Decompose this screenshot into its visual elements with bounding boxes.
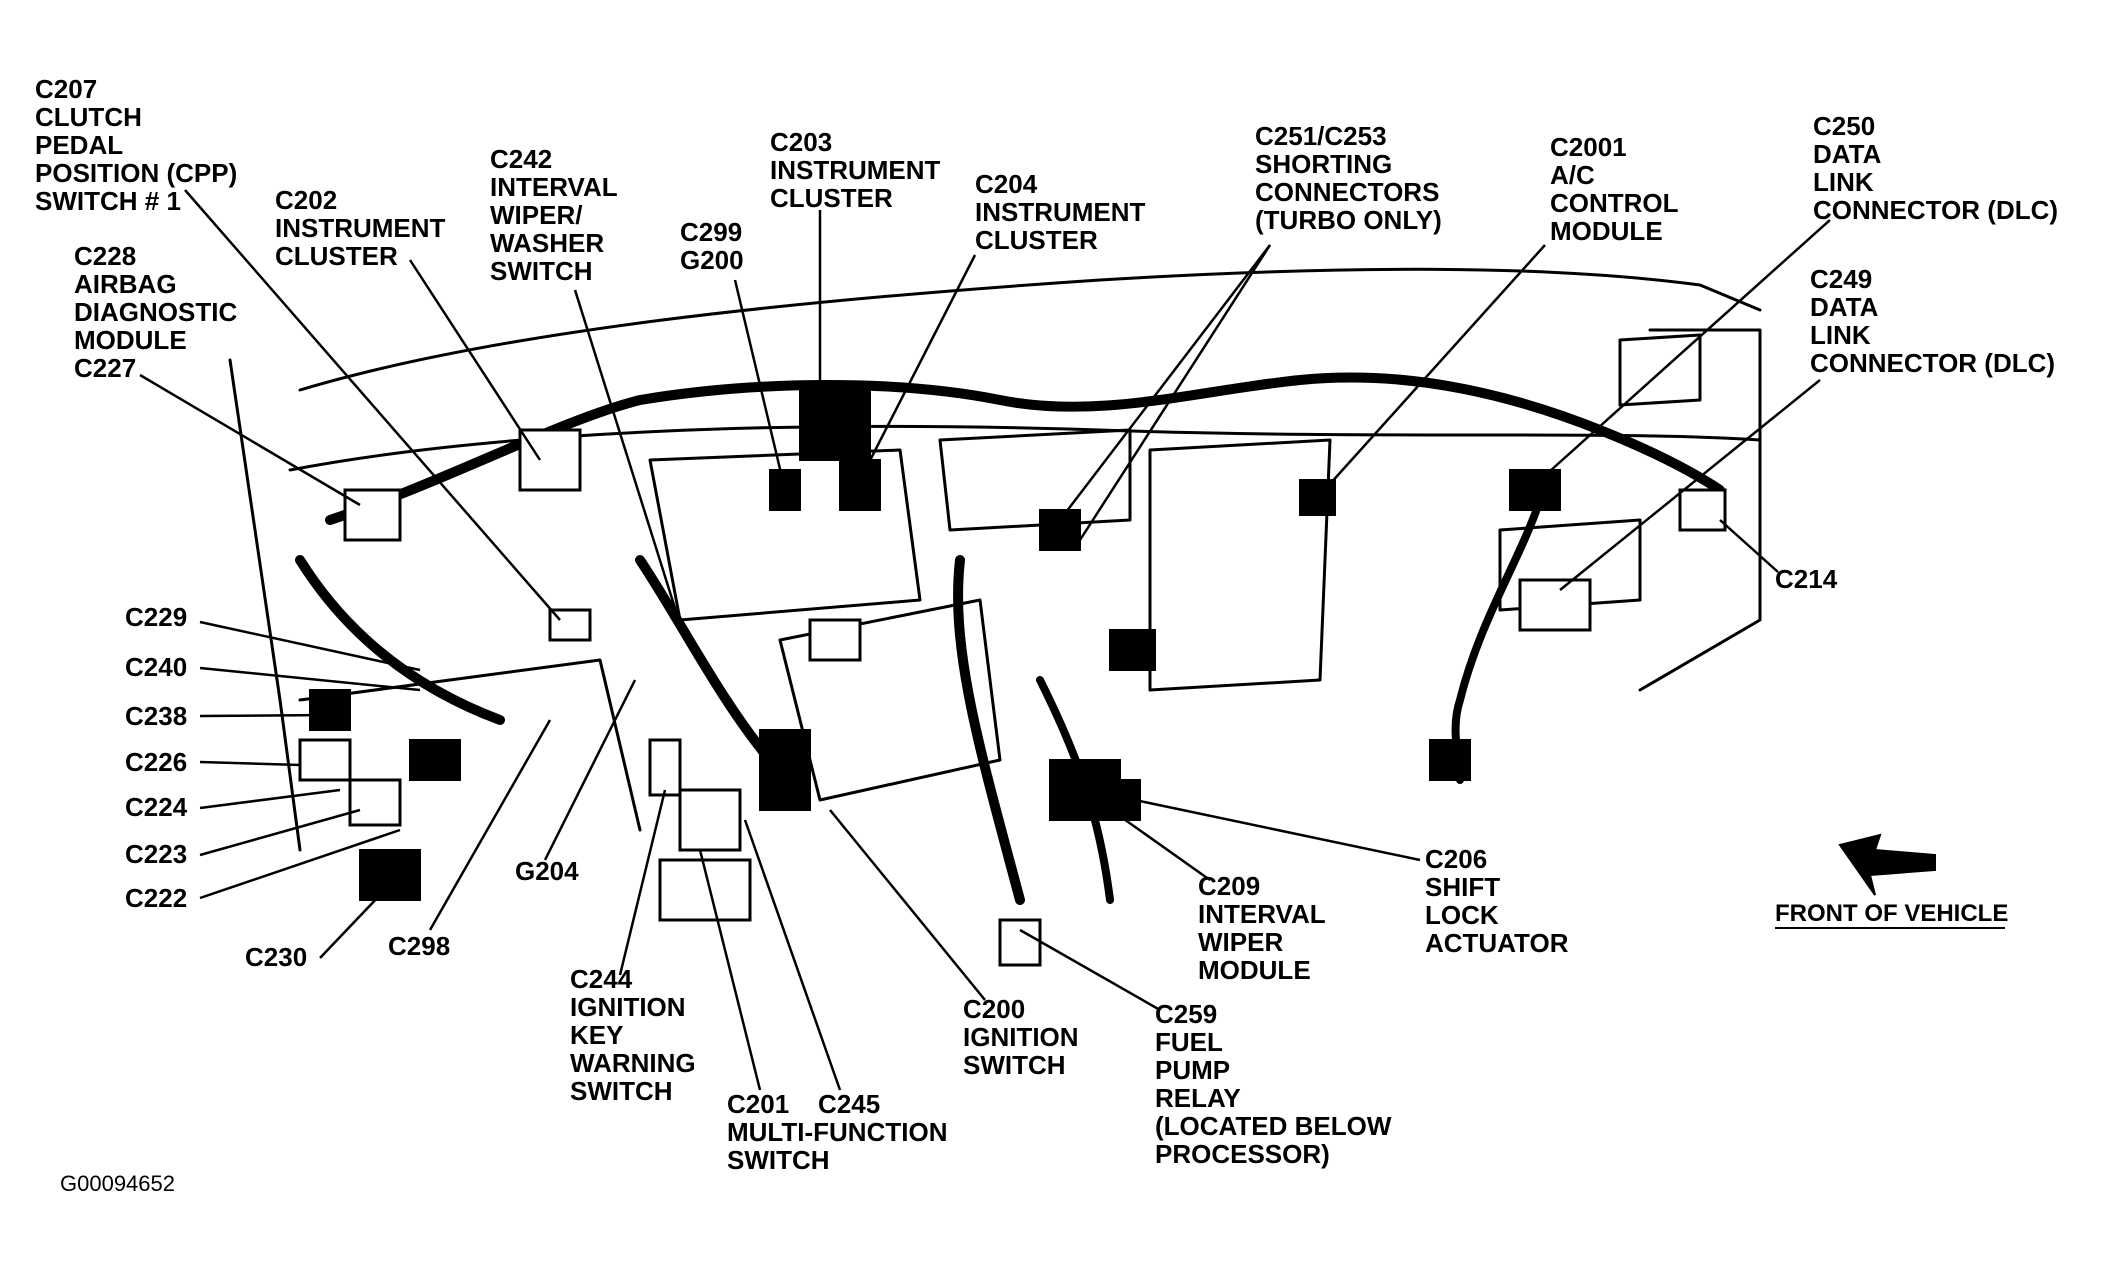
- connector-c249: [1518, 578, 1592, 632]
- label-c242: C242 INTERVAL WIPER/ WASHER SWITCH: [490, 144, 618, 286]
- leader-c2001: [1319, 244, 1546, 496]
- connector-c245: [759, 729, 811, 811]
- label-c201: C201 C245 MULTI-FUNCTION SWITCH: [727, 1089, 948, 1175]
- leader-c251-b: [1078, 244, 1272, 541]
- label-c209: C209 INTERVAL WIPER MODULE: [1198, 871, 1326, 985]
- label-front-of-vehicle: FRONT OF VEHICLE: [1775, 900, 2009, 927]
- wire-harness-center: [635, 555, 775, 765]
- leader-c298: [428, 719, 552, 931]
- leader-c201: [698, 849, 762, 1091]
- label-c223: C223: [125, 839, 188, 869]
- wire-harness-right: [1451, 496, 1544, 784]
- connector-c202: [518, 428, 582, 492]
- leader-c222: [199, 828, 401, 900]
- label-c251: C251/C253 SHORTING CONNECTORS (TURBO ONL…: [1255, 121, 1442, 235]
- label-c206: C206 SHIFT LOCK ACTUATOR: [1425, 844, 1569, 958]
- connector-c230: [359, 849, 421, 901]
- leader-c250: [1539, 219, 1831, 481]
- leader-c228: [139, 373, 361, 507]
- wire-harness-left: [295, 555, 505, 725]
- lower-panel: [298, 658, 642, 832]
- dash-top-edge: [298, 267, 1762, 392]
- leader-c204: [858, 254, 977, 481]
- leader-c229: [199, 620, 421, 672]
- front-arrow-icon: [1838, 833, 1936, 896]
- connector-c201: [678, 788, 742, 852]
- label-c298: C298: [388, 931, 451, 961]
- connector-cluster-left-4: [409, 739, 461, 781]
- leader-c206: [1134, 798, 1421, 862]
- label-c228: C228 AIRBAG DIAGNOSTIC MODULE C227: [74, 241, 238, 383]
- connector-c207: [548, 608, 592, 642]
- label-c238: C238: [125, 701, 188, 731]
- label-g204: G204: [515, 856, 579, 886]
- leader-g204: [543, 679, 637, 861]
- connector-c250: [1509, 469, 1561, 511]
- connector-c203: [799, 389, 871, 461]
- leader-c259: [1019, 928, 1161, 1012]
- label-c202: C202 INSTRUMENT CLUSTER: [275, 185, 446, 271]
- connector-center-2: [808, 618, 862, 662]
- connector-c204: [839, 459, 881, 511]
- vent: [1618, 333, 1702, 407]
- leader-c230: [319, 894, 381, 959]
- leader-c209: [1089, 793, 1211, 882]
- leader-c251-a: [1059, 244, 1271, 521]
- leader-c244: [618, 789, 667, 976]
- connector-c228: [343, 488, 402, 542]
- connector-center-1: [1109, 629, 1156, 671]
- label-c244: C244 IGNITION KEY WARNING SWITCH: [570, 964, 696, 1106]
- label-c214: C214: [1775, 564, 1838, 594]
- label-c249: C249 DATA LINK CONNECTOR (DLC): [1810, 264, 2056, 378]
- connector-c214: [1678, 488, 1727, 532]
- label-c200: C200 IGNITION SWITCH: [963, 994, 1079, 1080]
- connector-right-bottom: [1429, 739, 1471, 781]
- leader-c223: [199, 808, 361, 857]
- leader-c245: [743, 819, 842, 1091]
- label-c224: C224: [125, 792, 188, 822]
- leader-c200: [829, 809, 986, 1001]
- label-c222: C222: [125, 883, 188, 913]
- connector-cluster-left-1: [309, 689, 351, 731]
- label-c203: C203 INSTRUMENT CLUSTER: [770, 127, 941, 213]
- dash-left-pillar: [228, 358, 302, 852]
- figure-id: G00094652: [60, 1171, 175, 1196]
- connector-cluster-left-3: [348, 778, 402, 827]
- label-c259: C259 FUEL PUMP RELAY (LOCATED BELOW PROC…: [1155, 999, 1392, 1169]
- leader-c207: [184, 189, 561, 621]
- dash-right-panel: [1638, 328, 1762, 692]
- connector-c259: [998, 918, 1042, 967]
- leader-c214: [1719, 519, 1779, 573]
- leader-c242: [573, 289, 687, 641]
- heater-box: [1148, 438, 1332, 692]
- label-c230: C230: [245, 942, 308, 972]
- leader-c249: [1559, 379, 1821, 591]
- leader-c224: [199, 788, 341, 810]
- connector-c251: [1039, 509, 1081, 551]
- label-c207: C207 CLUTCH PEDAL POSITION (CPP) SWITCH …: [35, 74, 238, 216]
- connector-cluster-left-2: [298, 738, 352, 782]
- connector-c244: [648, 738, 682, 797]
- wire-harness-column: [953, 555, 1025, 905]
- label-c250: C250 DATA LINK CONNECTOR (DLC): [1813, 111, 2059, 225]
- label-c2001: C2001 A/C CONTROL MODULE: [1550, 132, 1679, 246]
- leader-c299: [733, 279, 787, 491]
- leader-c240: [199, 666, 421, 692]
- label-c229: C229: [125, 602, 188, 632]
- label-c240: C240: [125, 652, 188, 682]
- cluster-opening: [938, 428, 1132, 532]
- connector-c206: [1099, 779, 1141, 821]
- label-c299: C299 G200: [680, 217, 744, 275]
- leader-c202: [408, 259, 542, 461]
- label-c226: C226: [125, 747, 188, 777]
- wire-harness-main: [325, 372, 1725, 525]
- label-c204: C204 INSTRUMENT CLUSTER: [975, 169, 1146, 255]
- dash-lower-edge: [288, 424, 1762, 472]
- leader-c226: [199, 760, 301, 767]
- leader-c238: [199, 713, 331, 718]
